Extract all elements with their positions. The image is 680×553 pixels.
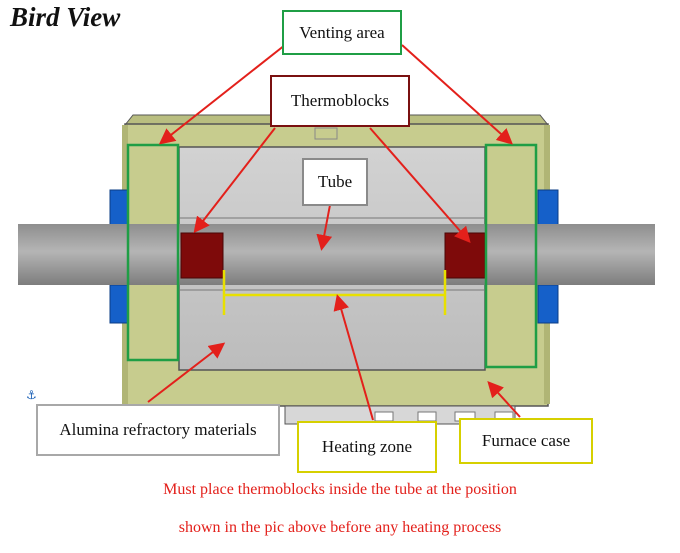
label-alumina-refractory-text: Alumina refractory materials — [59, 420, 257, 439]
label-venting-area-text: Venting area — [299, 22, 385, 42]
anchor-icon: ⚓ — [26, 388, 37, 402]
label-heating-zone: Heating zone — [297, 421, 437, 473]
label-tube-text: Tube — [317, 172, 353, 191]
label-furnace-case: Furnace case — [459, 418, 593, 464]
venting-area-right — [484, 143, 538, 369]
flange-right — [537, 189, 559, 324]
label-venting-area: Venting area — [282, 10, 402, 55]
diagram-title: Bird View — [10, 2, 121, 32]
label-tube: Tube — [302, 158, 368, 206]
venting-area-left — [126, 143, 180, 362]
thermoblock-right — [444, 232, 486, 279]
pointer-arrows — [147, 44, 521, 421]
label-alumina-refractory: Alumina refractory materials — [36, 404, 280, 456]
label-thermoblocks: Thermoblocks — [270, 75, 410, 127]
thermoblock-left — [180, 232, 224, 279]
label-heating-zone-text: Heating zone — [321, 437, 413, 456]
label-thermoblocks-text: Thermoblocks — [290, 91, 390, 110]
label-furnace-case-text: Furnace case — [481, 431, 571, 450]
warning-note-line-2: shown in the pic above before any heatin… — [178, 519, 502, 536]
process-tube — [18, 224, 655, 285]
warning-note-line-1: Must place thermoblocks inside the tube … — [163, 481, 517, 498]
